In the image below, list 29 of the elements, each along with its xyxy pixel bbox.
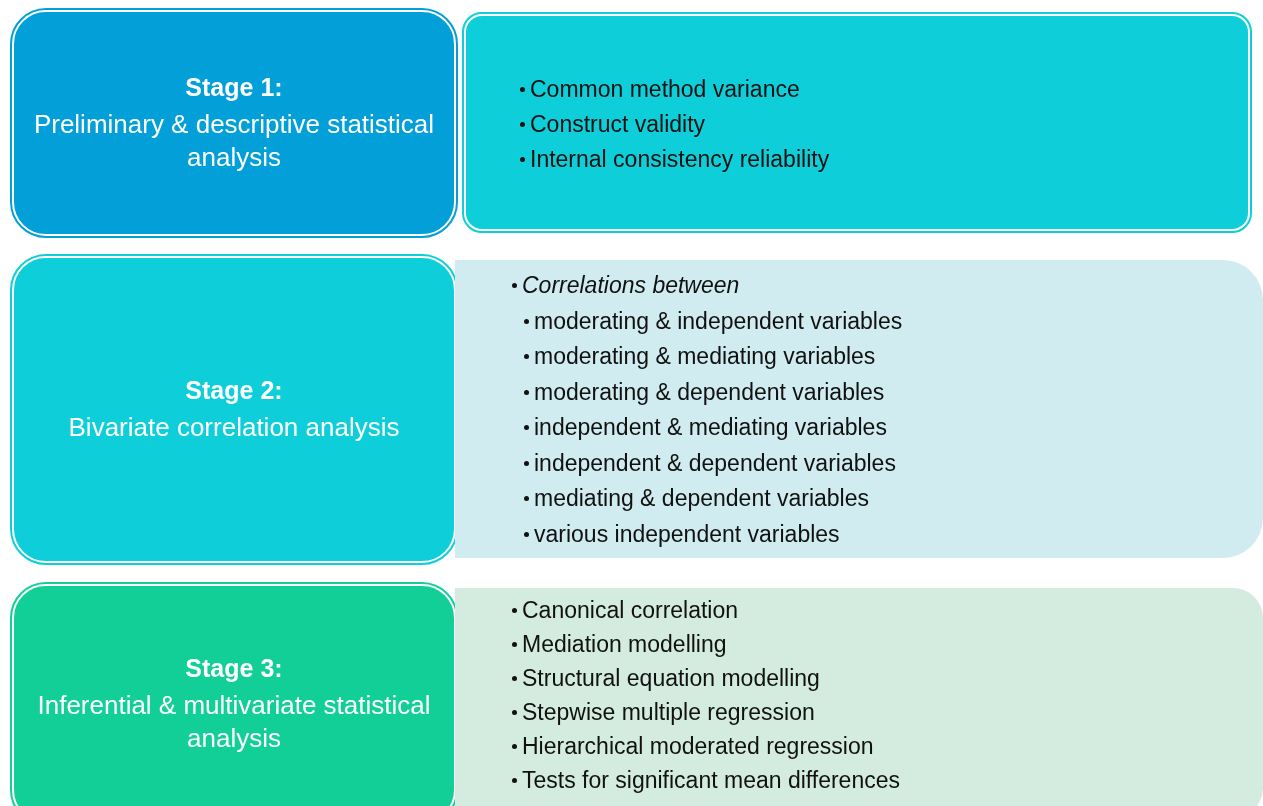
stage-heading: Stage 1: (185, 73, 283, 102)
stage-title: Bivariate correlation analysis (68, 410, 400, 444)
list-item: Construct validity (530, 111, 706, 138)
list-item: Mediation modelling (522, 631, 727, 658)
list-item: Tests for significant mean differences (522, 767, 900, 794)
stage-box (12, 584, 456, 806)
list-item: Canonical correlation (522, 597, 739, 624)
stage-heading: Stage 2: (185, 375, 283, 405)
list-item: Structural equation modelling (522, 665, 820, 692)
list-item: various independent variables (534, 520, 840, 548)
stage-title: Inferential & multivariate statistical analysis (36, 689, 432, 754)
list-item: moderating & dependent variables (534, 378, 885, 406)
list-item: moderating & mediating variables (534, 343, 876, 370)
list-item: Hierarchical moderated regression (522, 733, 874, 760)
list-item: independent & mediating variables (534, 414, 887, 441)
list-item: Stepwise multiple regression (522, 699, 815, 726)
list-panel (455, 588, 1263, 806)
list-panel (455, 260, 1263, 558)
list-item: Internal consistency reliability (530, 146, 830, 173)
list-item: mediating & dependent variables (534, 485, 869, 512)
stage-heading: Stage 3: (185, 654, 283, 683)
list-item: moderating & independent variables (534, 307, 903, 335)
list-item: Correlations between (522, 272, 740, 299)
list-item: Common method variance (530, 76, 800, 103)
list-panel (464, 14, 1250, 231)
list-item: independent & dependent variables (534, 449, 896, 477)
stage-title: Preliminary & descriptive statistical analysis (32, 108, 436, 173)
stage-box (12, 10, 456, 236)
stage-box (12, 256, 456, 563)
